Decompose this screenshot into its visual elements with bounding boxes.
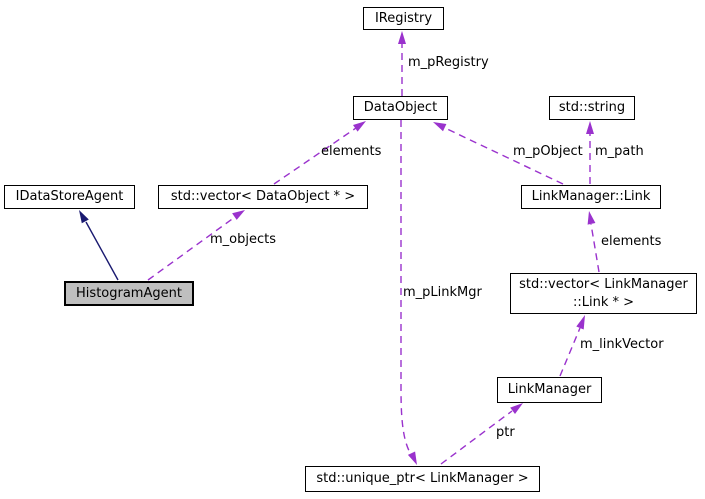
edge-label-m-plinkmgr: m_pLinkMgr bbox=[403, 285, 482, 300]
edge-elements-dataobject-arrowhead bbox=[353, 121, 366, 132]
node-std-string[interactable]: std::string bbox=[549, 96, 635, 120]
edge-label-elements-dataobject: elements bbox=[321, 144, 382, 159]
edge-m-objects-arrowhead bbox=[232, 210, 245, 220]
edge-m-objects-line bbox=[147, 216, 236, 281]
edge-elements-dataobject-line bbox=[273, 127, 357, 185]
edge-m-pregistry-arrowhead bbox=[398, 31, 406, 44]
edge-m-plinkmgr-arrowhead bbox=[407, 451, 417, 465]
node-linkmanager-link[interactable]: LinkManager::Link bbox=[521, 185, 661, 209]
node-std-unique-ptr-linkmanager[interactable]: std::unique_ptr< LinkManager > bbox=[305, 466, 540, 492]
edge-label-m-linkvector: m_linkVector bbox=[580, 337, 664, 352]
edge-elements-link-line bbox=[590, 223, 600, 273]
edge-ptr-arrowhead bbox=[510, 403, 523, 414]
edge-label-elements-link: elements bbox=[601, 234, 662, 249]
node-std-vector-dataobject[interactable]: std::vector< DataObject * > bbox=[158, 185, 368, 209]
edge-m-pobject-arrowhead bbox=[433, 122, 447, 132]
node-linkmanager[interactable]: LinkManager bbox=[497, 377, 602, 403]
edge-label-m-pobject: m_pObject bbox=[513, 144, 583, 159]
edge-ptr-line bbox=[440, 410, 513, 465]
edge-elements-link-arrowhead bbox=[587, 211, 596, 225]
edge-m-plinkmgr-line bbox=[400, 120, 413, 457]
edge-m-linkvector-arrowhead bbox=[576, 315, 585, 330]
node-dataobject[interactable]: DataObject bbox=[353, 96, 448, 120]
edge-label-m-objects: m_objects bbox=[210, 232, 276, 247]
edge-m-pobject-line bbox=[444, 127, 564, 185]
node-std-vector-linkmanager-link[interactable]: std::vector< LinkManager ::Link * > bbox=[510, 273, 697, 314]
edge-inheritance-arrowhead bbox=[79, 210, 89, 224]
edge-label-m-path: m_path bbox=[595, 144, 644, 159]
edge-label-m-pregistry: m_pRegistry bbox=[408, 55, 489, 70]
edge-m-path-arrowhead bbox=[586, 121, 594, 134]
node-idatastoreagent[interactable]: IDataStoreAgent bbox=[4, 185, 135, 209]
edge-label-ptr: ptr bbox=[496, 425, 515, 440]
edge-inheritance-line bbox=[85, 221, 119, 281]
node-histogramagent[interactable]: HistogramAgent bbox=[64, 281, 194, 306]
node-iregistry[interactable]: IRegistry bbox=[363, 7, 444, 30]
edge-m-linkvector-line bbox=[559, 327, 581, 377]
